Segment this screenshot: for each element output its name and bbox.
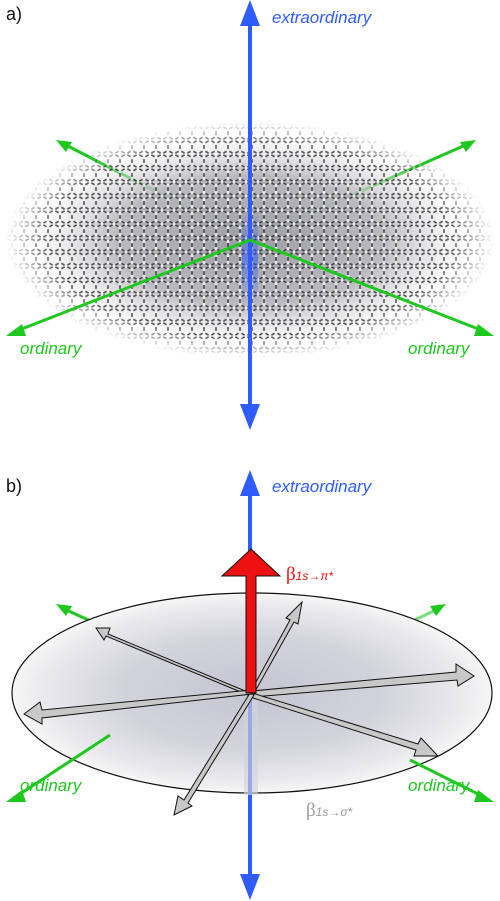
ordinary-arrowhead-a-bottomleft [6, 324, 26, 336]
panel-a-label: a) [6, 4, 23, 24]
extraordinary-arrowhead-a-bottom [240, 404, 260, 430]
extraordinary-arrowhead-b-top [240, 470, 260, 496]
sigma-arrow-right [251, 663, 475, 698]
beta-pi-symbol: β [286, 564, 296, 585]
ordinary-arrowhead-a-bottomright [474, 324, 494, 336]
ordinary-axes-a-front [13, 238, 487, 334]
extraordinary-arrowhead-a-top [240, 0, 260, 26]
extraordinary-axis-b-fade [244, 700, 258, 795]
beta-pi-subscript: 1s→π* [295, 569, 334, 583]
sigma-arrow-lower-left [173, 692, 255, 816]
pi-arrow [220, 548, 282, 694]
ordinary-label-a-right: ordinary [408, 339, 470, 358]
panel-b [6, 470, 494, 900]
sigma-arrow-upper-right [249, 600, 303, 696]
beta-sigma-subscript: 1s→σ* [315, 805, 353, 819]
ordinary-arrowhead-a-topleft [56, 140, 72, 152]
ordinary-arrowhead-b-topright [430, 604, 446, 616]
ordinary-arrowhead-b-bottomright [474, 790, 494, 802]
sigma-arrow-lower-right [249, 692, 440, 757]
ordinary-arrowhead-b-topleft [56, 604, 72, 616]
ordinary-axes-b-front [13, 733, 487, 800]
panel-b-label: b) [6, 476, 23, 496]
extraordinary-label-a: extraordinary [272, 8, 372, 27]
beta-sigma-label: β1s→σ* [306, 800, 352, 822]
ordinary-arrowhead-a-topright [460, 140, 476, 152]
extraordinary-arrowhead-b-bottom [240, 874, 260, 900]
sigma-arrow-upper-left [95, 627, 251, 696]
sigma-arrow-left [23, 689, 253, 725]
sigma-arrows [23, 600, 475, 816]
ordinary-label-a-left: ordinary [20, 339, 82, 358]
panel-a [5, 0, 495, 430]
ordinary-label-b-left: ordinary [20, 776, 82, 795]
beta-pi-label: β1s→π* [286, 564, 333, 586]
ordinary-arrowhead-b-bottomleft [6, 790, 26, 802]
ordinary-label-b-right: ordinary [408, 776, 470, 795]
extraordinary-label-b: extraordinary [272, 477, 372, 496]
beta-sigma-symbol: β [306, 800, 316, 821]
